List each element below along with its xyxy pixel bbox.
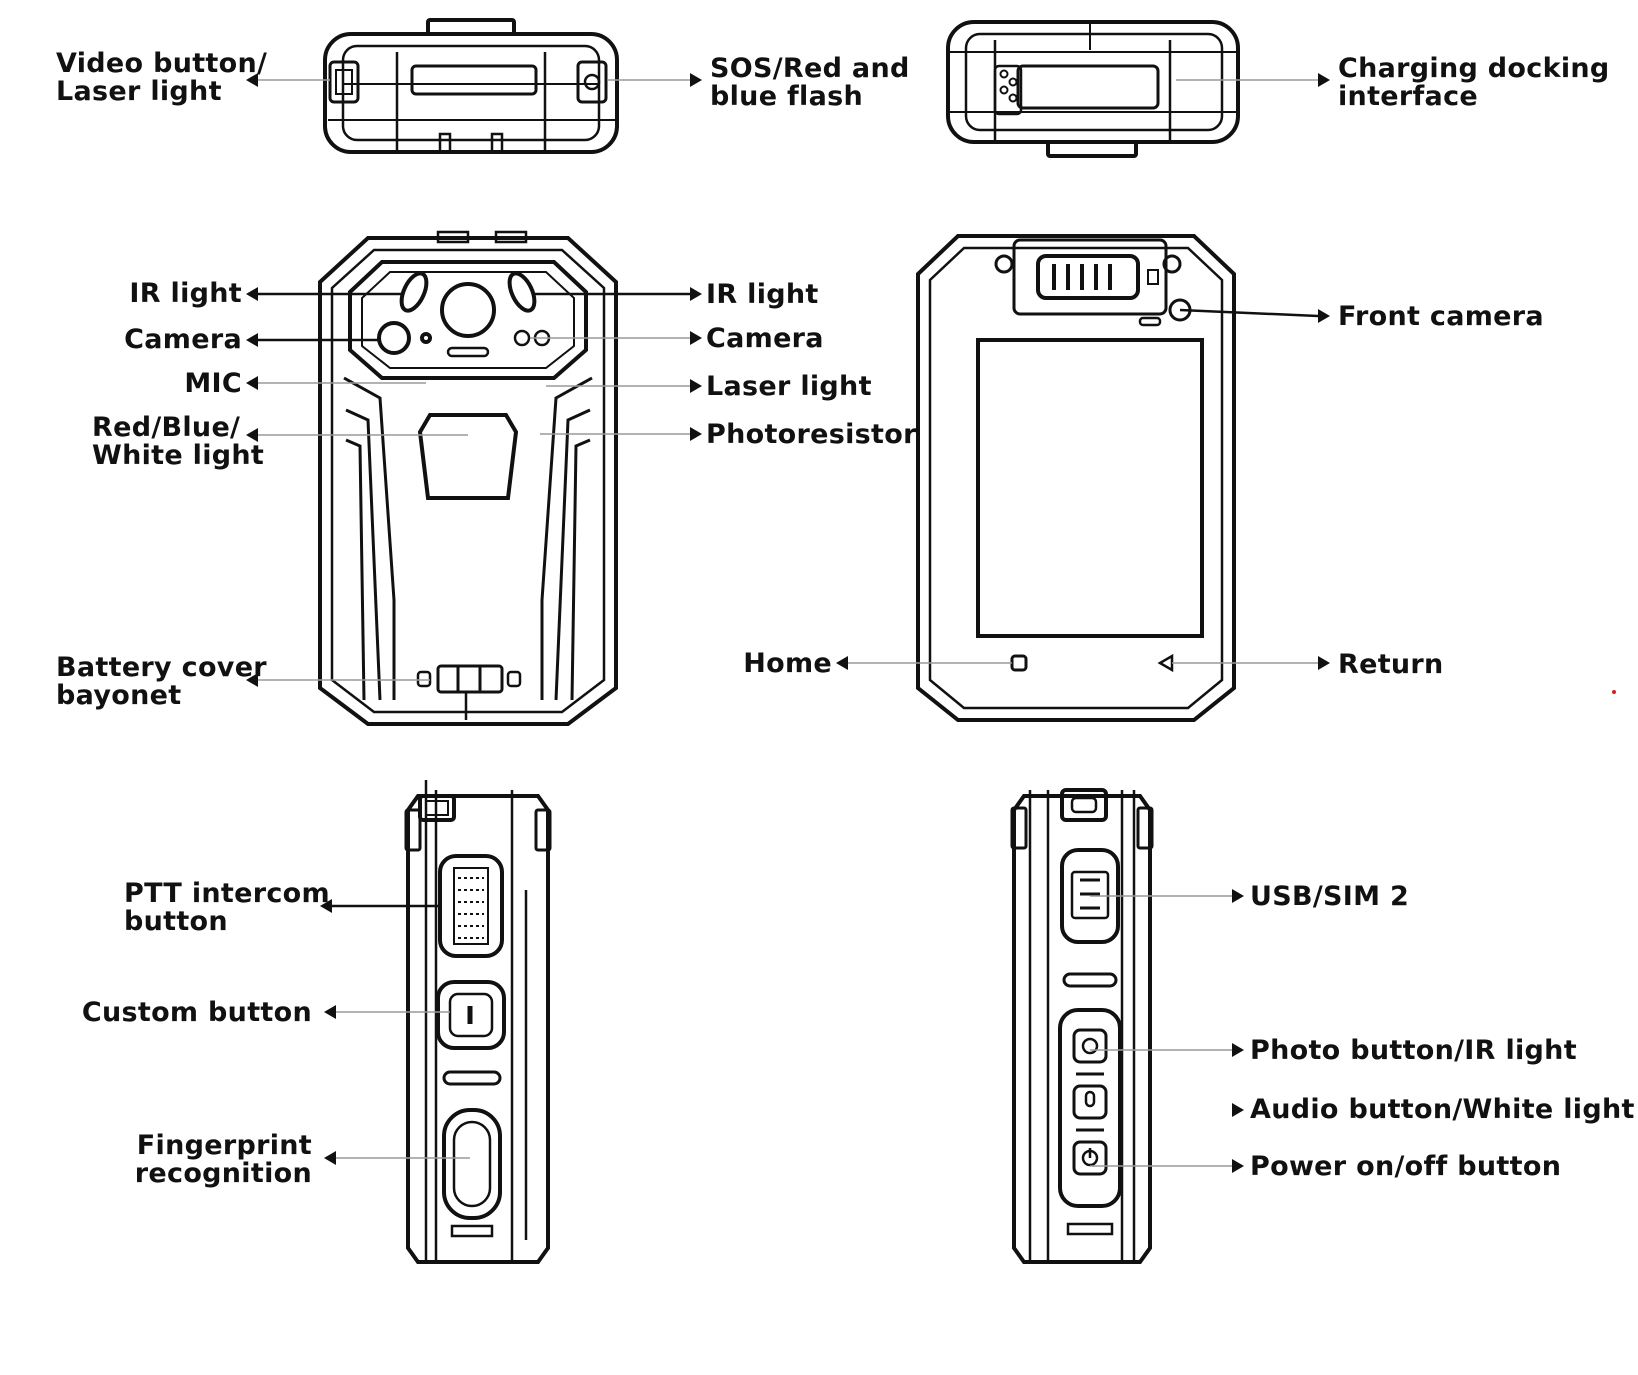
right-side-view-device	[1010, 788, 1154, 1264]
left-side-view-device	[404, 780, 552, 1264]
accent-dot	[1612, 690, 1616, 694]
back-view-device	[318, 230, 618, 726]
label-sos: SOS/Red and blue flash	[710, 53, 910, 112]
label-charging-interface: Charging docking interface	[1338, 53, 1610, 112]
label-home: Home	[743, 648, 832, 679]
label-camera-left: Camera	[124, 324, 242, 355]
label-custom-button: Custom button	[81, 997, 312, 1028]
label-camera-right: Camera	[706, 323, 824, 354]
label-video-button: Video button/ Laser light	[56, 48, 268, 107]
label-photoresistor: Photoresistor	[706, 419, 917, 450]
label-rbw-light: Red/Blue/ White light	[92, 412, 265, 471]
label-fingerprint: Fingerprint recognition	[134, 1130, 312, 1189]
label-mic: MIC	[184, 368, 242, 399]
label-ir-light-left: IR light	[129, 278, 242, 309]
label-power-button: Power on/off button	[1250, 1151, 1562, 1182]
label-photo-button: Photo button/IR light	[1250, 1035, 1577, 1066]
leader-lines	[258, 79, 1319, 1167]
front-view-device	[916, 234, 1236, 722]
label-front-camera: Front camera	[1338, 301, 1544, 332]
label-ir-light-right: IR light	[706, 279, 819, 310]
label-battery-cover: Battery cover bayonet	[56, 652, 267, 711]
label-ptt: PTT intercom button	[124, 878, 330, 937]
label-laser-light: Laser light	[706, 371, 872, 402]
arrowheads	[246, 73, 1330, 1173]
top-view-left-device	[323, 18, 619, 154]
ptt-grille	[453, 867, 489, 945]
label-audio-button: Audio button/White light	[1250, 1094, 1635, 1125]
top-view-right-device	[946, 20, 1240, 158]
label-return: Return	[1338, 649, 1444, 680]
label-usb-sim: USB/SIM 2	[1250, 881, 1410, 912]
